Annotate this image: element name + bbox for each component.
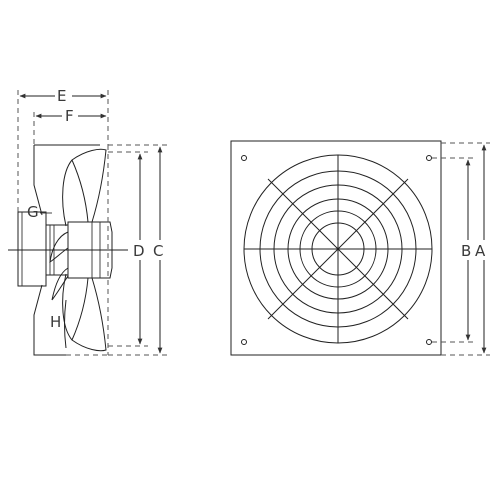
blade-lower-front	[62, 273, 107, 352]
fan-hub	[67, 221, 113, 279]
plate-top-edge	[33, 145, 43, 216]
blade-upper-front	[62, 148, 107, 227]
label-e: E	[57, 87, 66, 105]
mounting-hole-bottom-left	[241, 339, 247, 345]
mounting-hole-top-right	[426, 155, 432, 161]
mounting-plate	[230, 140, 442, 356]
blade-mid-small	[49, 231, 69, 264]
guard-spoke-diagonal-2	[267, 178, 409, 320]
plate-bottom-edge	[33, 284, 66, 356]
label-h: H	[50, 313, 61, 331]
blade-lower-small	[51, 267, 69, 301]
label-c: C	[153, 242, 163, 260]
front-view: B A	[230, 140, 490, 356]
label-a: A	[475, 242, 486, 260]
label-b: B	[461, 242, 471, 260]
mounting-hole-top-left	[241, 155, 247, 161]
mounting-hole-bottom-right	[426, 339, 432, 345]
label-g: G	[27, 203, 39, 221]
side-view: E F	[8, 87, 168, 356]
label-d: D	[133, 242, 145, 260]
label-f: F	[65, 107, 74, 125]
fan-guard	[243, 154, 433, 344]
